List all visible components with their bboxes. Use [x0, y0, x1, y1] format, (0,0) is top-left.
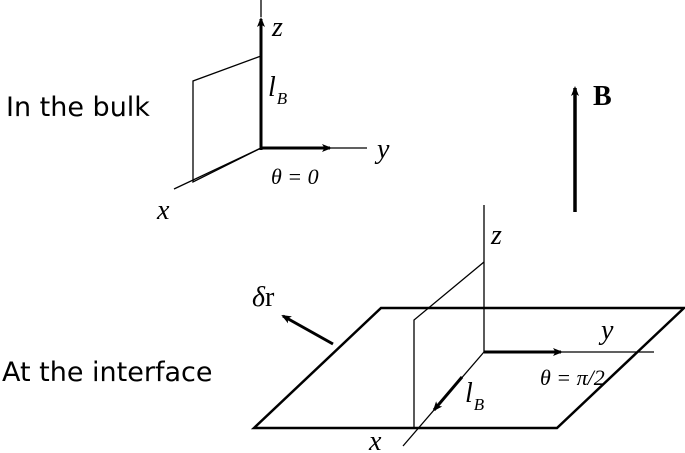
bulk-z-label: z [271, 12, 283, 43]
interface-lb-label: lB [465, 378, 485, 414]
interface-theta-label: θ = π/2 [540, 365, 605, 390]
bulk-coordinate-system: z y x lB θ = 0 [156, 0, 390, 226]
bulk-label: In the bulk [6, 92, 150, 123]
magnetic-field-vector: B [571, 81, 612, 212]
bulk-x-label: x [156, 195, 170, 226]
bulk-theta-label: θ = 0 [271, 164, 319, 189]
field-label: B [593, 81, 612, 112]
delta-r-arrow [281, 314, 334, 346]
interface-coordinate-system: z y x lB θ = π/2 δr [250, 205, 685, 453]
interface-y-label: y [598, 315, 614, 346]
interface-perpendicular-plane [413, 261, 485, 428]
bulk-tilted-plane [192, 55, 262, 184]
interface-label: At the interface [2, 357, 212, 388]
bulk-y-label: y [374, 134, 390, 165]
bulk-lb-label: lB [268, 72, 288, 108]
delta-r-label: δr [252, 282, 275, 313]
interface-plane [250, 306, 685, 430]
interface-x-label: x [368, 426, 382, 453]
interface-z-label: z [490, 220, 502, 251]
interface-lb-arrow [432, 376, 464, 412]
